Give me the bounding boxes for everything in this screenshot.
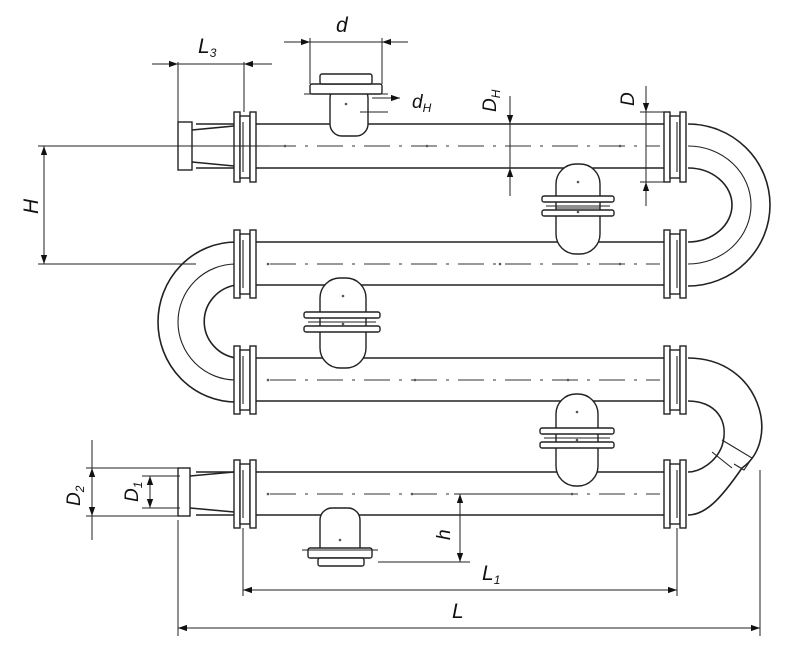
dimension-L1 [242, 528, 678, 596]
label-h: h [434, 529, 455, 540]
connector-row2-row3-left [303, 277, 381, 369]
dimension-D1 [142, 475, 180, 509]
centre-marks [266, 144, 622, 496]
label-L3: L3 [198, 35, 217, 60]
pipe-row-2 [236, 241, 664, 286]
flange-left-row3 [233, 345, 257, 415]
pipe-row-3 [236, 357, 664, 402]
outlet-nozzle-bottom [177, 467, 235, 517]
dimension-L3 [152, 60, 272, 124]
label-d: d [336, 14, 349, 37]
u-bend-right-top [687, 123, 771, 287]
connector-row3-row4-right [539, 393, 615, 487]
flange-left-row2 [233, 229, 257, 299]
flange-left-row4 [233, 459, 257, 529]
u-bend-left-middle [157, 241, 237, 403]
connector-row1-row2-right [541, 163, 615, 255]
flange-right-row1 [663, 111, 687, 183]
dimension-H [38, 145, 270, 265]
flanges [233, 111, 687, 529]
top-jacket-nozzle [304, 73, 388, 137]
dimension-L [177, 470, 761, 636]
flange-right-row2 [663, 229, 687, 299]
label-L: L [452, 600, 464, 623]
flange-right-row3 [663, 345, 687, 415]
label-D1: D1 [122, 482, 145, 502]
dimension-dH [360, 94, 400, 113]
label-DH: DH [480, 89, 503, 112]
dimension-D [640, 86, 668, 206]
bottom-jacket-nozzle [302, 507, 378, 567]
label-D2: D2 [64, 485, 87, 506]
label-dH: dH [412, 92, 432, 115]
flange-left-row1 [233, 111, 257, 183]
label-H: H [20, 198, 43, 214]
label-D: D [618, 92, 639, 106]
dimension-h [378, 493, 560, 563]
dimension-D2 [86, 440, 180, 540]
flange-right-row4 [663, 459, 687, 529]
dimension-d [284, 38, 408, 84]
u-bend-right-bottom [687, 357, 763, 516]
label-L1: L1 [482, 562, 500, 587]
